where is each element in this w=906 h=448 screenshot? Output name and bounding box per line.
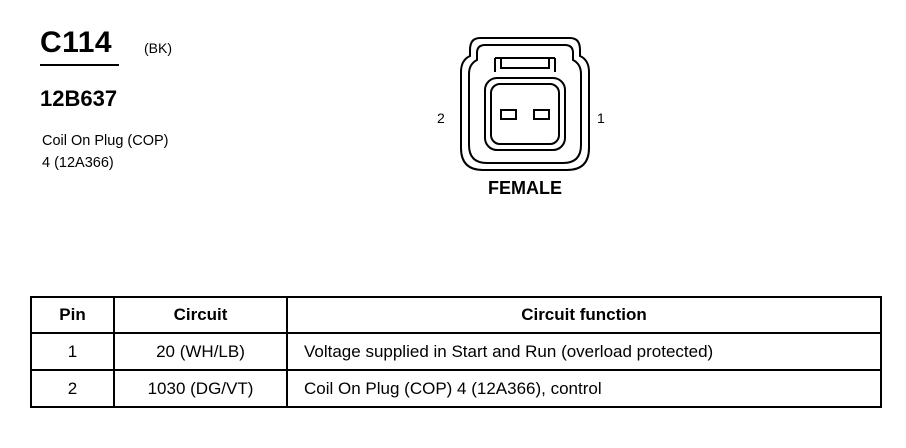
locking-tab — [494, 57, 556, 72]
pin-2-terminal — [500, 109, 517, 120]
cell-circuit-function: Voltage supplied in Start and Run (overl… — [286, 332, 882, 371]
terminal-cavity-block — [484, 77, 566, 151]
table-row: 1 20 (WH/LB) Voltage supplied in Start a… — [30, 332, 882, 371]
table-header-row: Pin Circuit Circuit function — [30, 296, 882, 334]
cell-circuit-function: Coil On Plug (COP) 4 (12A366), control — [286, 369, 882, 408]
terminal-cavity-inner — [490, 83, 560, 145]
pin-1-terminal — [533, 109, 550, 120]
pin-label-left: 2 — [437, 110, 445, 126]
connector-description-line1: Coil On Plug (COP) — [42, 133, 169, 149]
pin-label-right: 1 — [597, 110, 605, 126]
connector-description-line2: 4 (12A366) — [42, 155, 114, 171]
connector-id-underline — [40, 64, 119, 66]
connector-color: (BK) — [144, 40, 172, 56]
cell-circuit: 1030 (DG/VT) — [113, 369, 288, 408]
connector-outer-shell — [460, 37, 590, 171]
pinout-table: Pin Circuit Circuit function 1 20 (WH/LB… — [30, 296, 882, 408]
part-number: 12B637 — [40, 86, 118, 111]
connector-id: C114 — [40, 26, 113, 59]
connector-inner-shell — [468, 44, 582, 164]
cell-pin: 1 — [30, 332, 115, 371]
cell-circuit: 20 (WH/LB) — [113, 332, 288, 371]
connector-gender-label: FEMALE — [488, 178, 562, 198]
header-circuit: Circuit — [113, 296, 288, 334]
cell-pin: 2 — [30, 369, 115, 408]
table-row: 2 1030 (DG/VT) Coil On Plug (COP) 4 (12A… — [30, 369, 882, 408]
header-circuit-function: Circuit function — [286, 296, 882, 334]
connector-face-diagram — [460, 37, 590, 171]
header-pin: Pin — [30, 296, 115, 334]
